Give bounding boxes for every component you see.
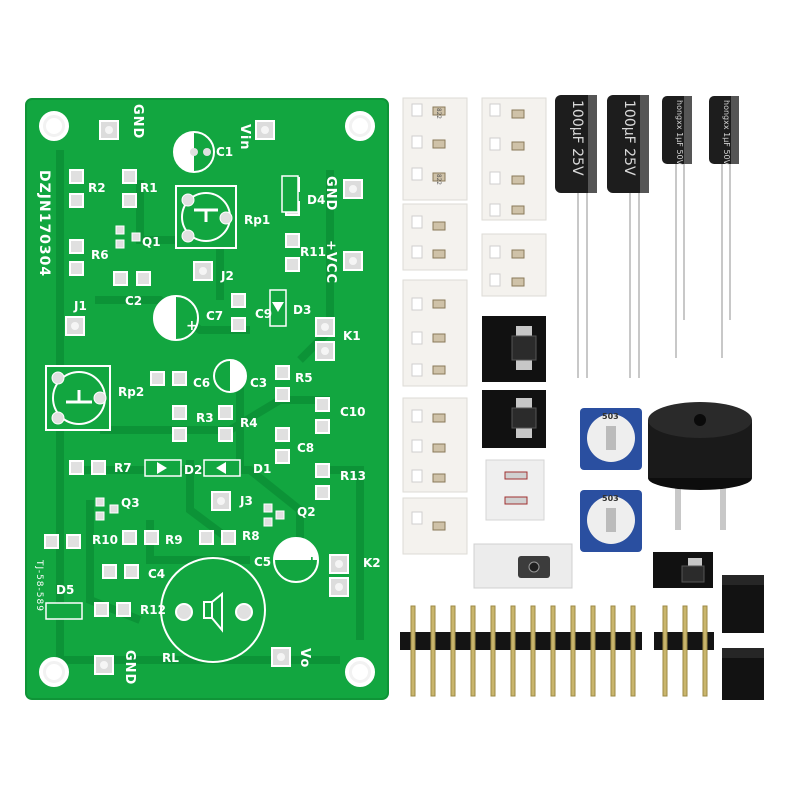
label-rl: RL bbox=[162, 651, 179, 665]
jumper-caps bbox=[722, 575, 764, 700]
label-r4: R4 bbox=[240, 416, 258, 430]
cap-small-1-text: hongxx 1μF 50V bbox=[675, 100, 684, 166]
label-c8: C8 bbox=[297, 441, 315, 455]
label-c5: C5 bbox=[254, 555, 272, 569]
board-side-text: TJ-58-589 bbox=[34, 560, 44, 612]
label-r11: R11 bbox=[300, 245, 326, 259]
svg-text:+: + bbox=[306, 554, 318, 570]
label-c3: C3 bbox=[250, 376, 268, 390]
cap-large-2-text: 100μF 25V bbox=[621, 100, 637, 176]
label-k1: K1 bbox=[343, 329, 361, 343]
trimmer-potentiometers bbox=[580, 408, 642, 552]
speaker-footprint bbox=[160, 557, 266, 663]
label-d5: D5 bbox=[56, 583, 75, 597]
label-d4: D4 bbox=[307, 193, 326, 207]
cap-footprint: + + bbox=[153, 131, 319, 583]
label-r13: R13 bbox=[340, 469, 366, 483]
label-vcc: +VCC bbox=[323, 240, 338, 285]
label-r10: R10 bbox=[92, 533, 118, 547]
label-j2: J2 bbox=[221, 269, 234, 283]
label-rp2: Rp2 bbox=[118, 385, 145, 399]
pin-headers bbox=[400, 605, 714, 697]
diode-footprint bbox=[45, 175, 299, 620]
label-c7: C7 bbox=[206, 309, 224, 323]
label-d1: D1 bbox=[253, 462, 272, 476]
label-c6: C6 bbox=[193, 376, 211, 390]
label-q2: Q2 bbox=[297, 505, 316, 519]
label-gnd-bottom: GND bbox=[122, 650, 137, 686]
label-r12: R12 bbox=[140, 603, 166, 617]
label-r2: R2 bbox=[88, 181, 106, 195]
label-c10: C10 bbox=[340, 405, 366, 419]
cap-small-2-text: hongxx 1μF 50V bbox=[722, 100, 731, 166]
label-r1: R1 bbox=[140, 181, 158, 195]
label-r6: R6 bbox=[91, 248, 109, 262]
label-c4: C4 bbox=[148, 567, 166, 581]
label-r9: R9 bbox=[165, 533, 183, 547]
buzzer bbox=[648, 402, 752, 530]
label-r3: R3 bbox=[196, 411, 214, 425]
label-d2: D2 bbox=[184, 463, 203, 477]
smd-code-a: 822 bbox=[435, 108, 442, 119]
label-vin: Vin bbox=[237, 124, 252, 151]
smd-tape-strips bbox=[402, 97, 713, 589]
label-r8: R8 bbox=[242, 529, 260, 543]
pcb-board: + + bbox=[25, 98, 389, 700]
board-name: DZJN170304 bbox=[36, 170, 52, 278]
label-rp1: Rp1 bbox=[244, 213, 271, 227]
label-r5: R5 bbox=[295, 371, 313, 385]
label-d3: D3 bbox=[293, 303, 312, 317]
label-r7: R7 bbox=[114, 461, 132, 475]
label-j3: J3 bbox=[240, 494, 253, 508]
label-q1: Q1 bbox=[142, 235, 161, 249]
label-c1: C1 bbox=[216, 145, 234, 159]
label-j1: J1 bbox=[74, 299, 87, 313]
cap-large-1-text: 100μF 25V bbox=[569, 100, 585, 176]
label-k2: K2 bbox=[363, 556, 381, 570]
electrolytic-capacitors bbox=[555, 95, 739, 378]
smd-code-b: 822 bbox=[435, 174, 442, 185]
label-gnd-top: GND bbox=[130, 104, 145, 140]
label-c9: C9 bbox=[255, 307, 273, 321]
label-c2: C2 bbox=[125, 294, 143, 308]
svg-text:+: + bbox=[186, 318, 198, 334]
label-q3: Q3 bbox=[121, 496, 140, 510]
label-vo: Vo bbox=[297, 648, 312, 669]
trimpot-1-code: 503 bbox=[602, 412, 619, 421]
trimpot-2-code: 503 bbox=[602, 494, 619, 503]
trimpot-footprint bbox=[45, 185, 237, 431]
